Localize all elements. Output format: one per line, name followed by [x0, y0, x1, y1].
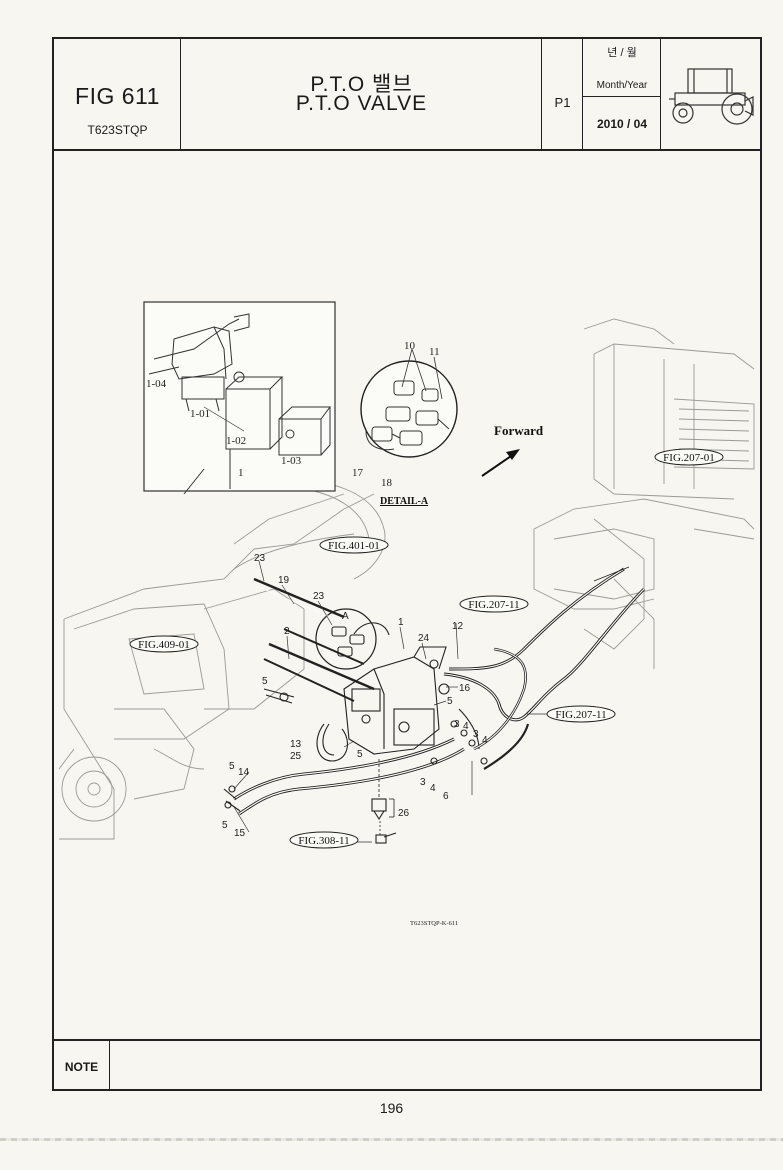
inset-label: 1 [238, 467, 244, 479]
title-english: P.T.O VALVE [295, 92, 428, 115]
model-code: T623STQP [87, 123, 148, 137]
inset-label: 1-04 [146, 378, 167, 390]
part-label: 5 [447, 696, 453, 707]
part-label: 23 [254, 553, 266, 564]
title-korean: P.T.O 밸브 [310, 73, 413, 96]
fig-ref-308-11: FIG.308-11 [298, 835, 349, 847]
page-frame: FIG 611 T623STQP P.T.O 밸브 P.T.O VALVE P1… [52, 37, 762, 1091]
fig-cell: FIG 611 T623STQP [54, 39, 181, 149]
date-label-english: Month/Year [583, 61, 661, 97]
part-label: 4 [430, 783, 436, 794]
part-label: 13 [290, 739, 302, 750]
exploded-drawing: Forward [54, 149, 760, 1039]
part-label: 12 [452, 621, 464, 632]
title-cell: P.T.O 밸브 P.T.O VALVE [181, 39, 542, 149]
part-label: 3 [473, 729, 479, 740]
page-cell: P1 [542, 39, 583, 149]
tractor-frame-sketch [533, 318, 755, 669]
part-label: 16 [459, 683, 471, 694]
parts-diagram: Forward [58, 301, 755, 927]
tractor-logo-cell [661, 39, 760, 149]
fig-ref-207-01: FIG.207-01 [663, 452, 715, 464]
part-label: 6 [443, 791, 449, 802]
page-label: P1 [554, 95, 571, 110]
forward-label: Forward [494, 423, 544, 438]
detail-a-view: 10 11 17 18 DETAIL-A [352, 340, 458, 507]
title-block: FIG 611 T623STQP P.T.O 밸브 P.T.O VALVE P1… [54, 39, 760, 151]
hose-lines [443, 566, 646, 770]
part-label: A [342, 611, 349, 622]
note-label: NOTE [54, 1041, 110, 1091]
detail-part-label: 10 [404, 340, 416, 352]
scan-artifact-line [0, 1138, 783, 1141]
inset-label: 1-01 [190, 408, 210, 420]
part-label: 5 [229, 761, 235, 772]
part-label: 25 [290, 751, 302, 762]
part-label: 4 [482, 735, 488, 746]
detail-part-label: 17 [352, 467, 364, 479]
valve-inset: 1-04 1-01 1-02 1 1-03 [143, 301, 336, 495]
page-number: 196 [379, 1100, 404, 1116]
date-cell: 년 / 월 Month/Year 2010 / 04 [583, 39, 661, 149]
part-label: 23 [313, 591, 325, 602]
part-label: 19 [278, 575, 290, 586]
fig-reference-callouts: FIG.401-01 FIG.409-01 FIG.207-01 FIG.207… [129, 448, 724, 849]
fig-ref-207-11: FIG.207-11 [468, 599, 519, 611]
note-row: NOTE [54, 1039, 760, 1091]
inset-label: 1-03 [281, 455, 302, 467]
detail-part-label: 11 [429, 346, 440, 358]
part-label: 5 [222, 820, 228, 831]
date-label-korean: 년 / 월 [607, 47, 637, 59]
transmission-housing-sketch [58, 478, 386, 840]
part-label: 4 [463, 721, 469, 732]
inset-label: 1-02 [226, 435, 246, 447]
part-label: 5 [262, 676, 268, 687]
part-label: 1 [398, 617, 404, 628]
part-label: 3 [420, 777, 426, 788]
part-label: 2 [284, 626, 290, 637]
forward-arrow [481, 449, 520, 477]
drawing-code: T623STQP-K-611 [410, 920, 458, 927]
date-value: 2010 / 04 [596, 117, 648, 131]
pto-valve-assembly [223, 577, 488, 844]
fig-ref-409-01: FIG.409-01 [138, 639, 190, 651]
fig-ref-207-11: FIG.207-11 [555, 709, 606, 721]
part-label: 5 [357, 749, 363, 760]
part-label: 3 [454, 719, 460, 730]
tractor-icon [669, 68, 754, 125]
part-label: 26 [398, 808, 410, 819]
part-label: 14 [238, 767, 250, 778]
part-label: 24 [418, 633, 430, 644]
detail-part-label: 18 [381, 477, 393, 489]
detail-a-label: DETAIL-A [380, 496, 429, 507]
part-number-labels: 23 19 23 A 2 1 24 12 16 5 5 13 25 5 3 4 … [222, 553, 488, 839]
fig-number: FIG 611 [75, 83, 160, 109]
part-label: 15 [234, 828, 246, 839]
fig-ref-401-01: FIG.401-01 [328, 540, 380, 552]
